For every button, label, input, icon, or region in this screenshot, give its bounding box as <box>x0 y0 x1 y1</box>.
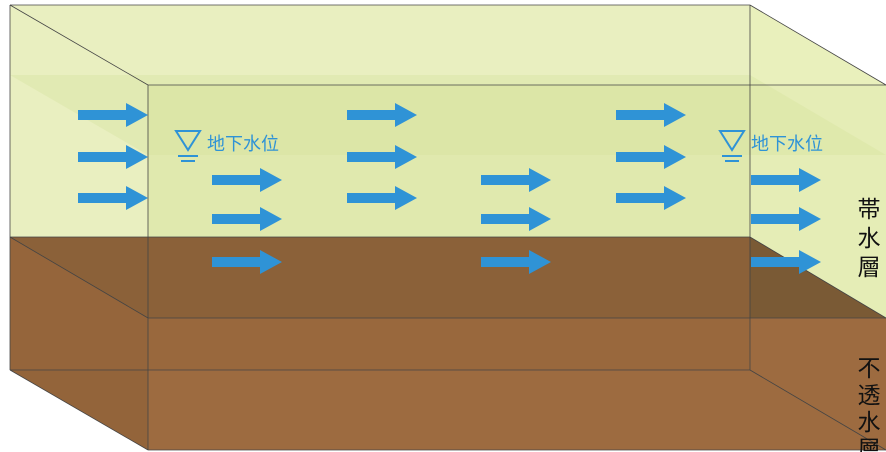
aquiclude-back-face <box>10 237 750 370</box>
flow-arrow-icon <box>616 103 686 127</box>
flow-arrow-icon <box>481 250 551 274</box>
water-table-band <box>10 75 886 155</box>
aquiclude-label-text: 不透水層 <box>858 356 881 452</box>
flow-arrow-icon <box>751 207 821 231</box>
flow-arrow-icon <box>78 145 148 169</box>
water-table-label-left: 地下水位 <box>207 134 279 155</box>
aquifer-right-face <box>750 5 886 318</box>
flow-arrow-icon <box>616 186 686 210</box>
flow-arrow-icon <box>751 168 821 192</box>
water-table-triangle-icon <box>718 130 746 162</box>
flow-arrow-icon <box>616 145 686 169</box>
flow-arrow-icon <box>481 207 551 231</box>
aquifer-label: 帯水層 <box>858 197 881 281</box>
box-edges <box>9 4 886 451</box>
flow-arrow-icon <box>347 103 417 127</box>
flow-arrow-icon <box>212 207 282 231</box>
flow-arrow-icon <box>481 168 551 192</box>
flow-arrow-icon <box>78 186 148 210</box>
flow-arrow-icon <box>78 103 148 127</box>
aquiclude-label: 不透水層 <box>858 356 881 452</box>
flow-arrow-icon <box>751 250 821 274</box>
flow-arrows <box>78 103 821 274</box>
water-table-label-right: 地下水位 <box>751 134 823 155</box>
water-table-marker-left: 地下水位 <box>174 130 279 162</box>
water-table-triangle-icon <box>174 130 202 162</box>
aquiclude-layer <box>10 237 886 450</box>
water-table-marker-right: 地下水位 <box>718 130 823 162</box>
flow-arrow-icon <box>212 168 282 192</box>
flow-arrow-icon <box>212 250 282 274</box>
aquifer-label-text: 帯水層 <box>858 197 881 281</box>
flow-arrow-icon <box>347 186 417 210</box>
flow-arrow-icon <box>347 145 417 169</box>
